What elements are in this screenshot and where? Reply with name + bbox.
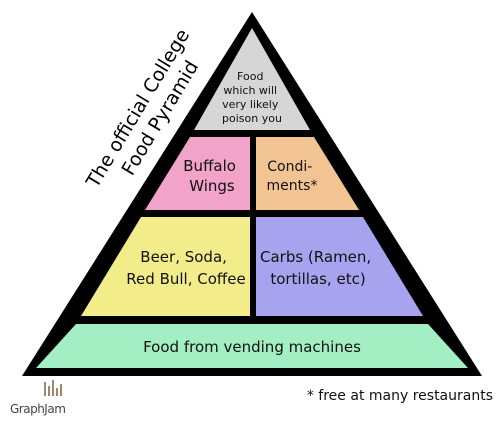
footnote: * free at many restaurants [306,388,493,404]
graphjam-logo: GraphJam [4,380,94,428]
tier-condiments-fill [256,137,359,210]
tier-drinks-fill [81,217,250,316]
tier-top-fill [194,28,310,130]
tier-carbs-fill [256,217,423,316]
tier-condiments-label: Condi- ments* [267,159,318,194]
logo-bars-icon [44,380,62,396]
tier-wings-fill [145,137,250,210]
tier-carbs-label: Carbs (Ramen, tortillas, etc) [260,248,376,288]
tier-drinks-label: Beer, Soda, Red Bull, Coffee [126,248,245,288]
logo-text: GraphJam [10,402,66,416]
tier-base-fill [36,324,468,368]
tier-top-label: Food which will very likely poison you [222,70,282,125]
tier-base-label: Food from vending machines [143,338,361,356]
tier-wings-label: Buffalo Wings [183,157,240,195]
